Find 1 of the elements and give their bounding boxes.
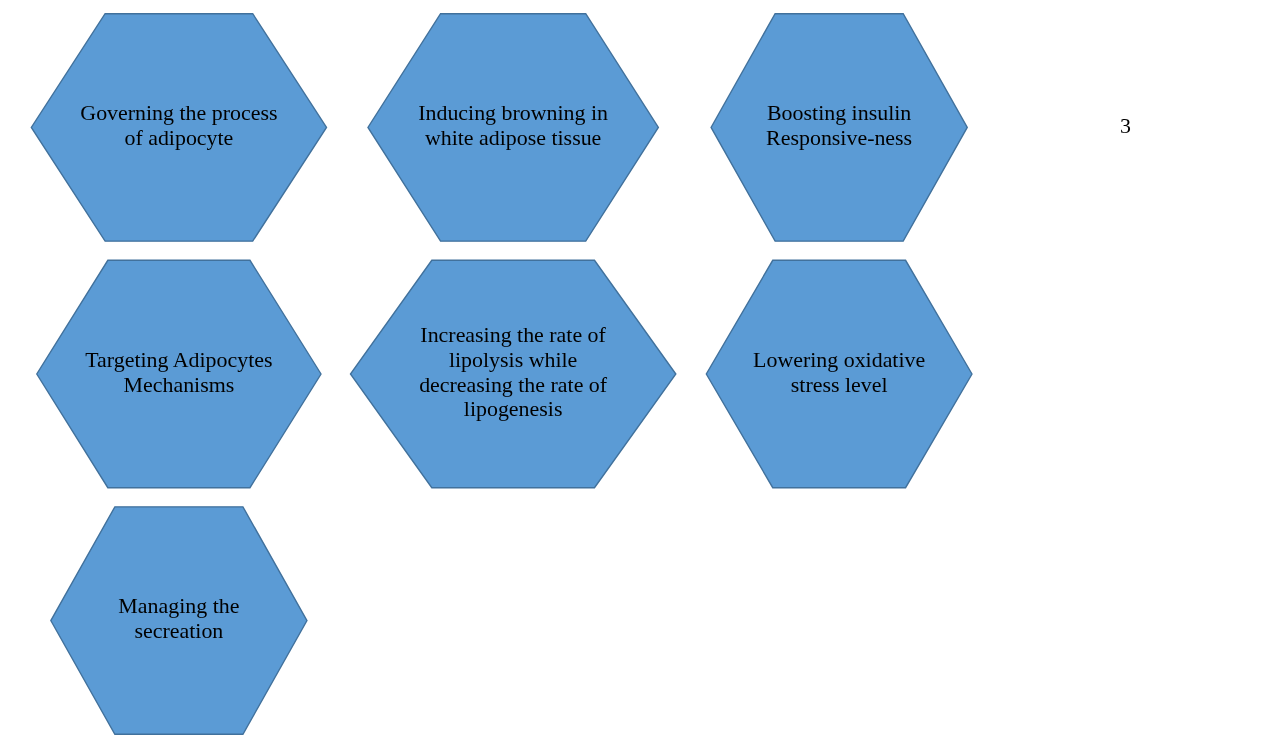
label: 3 [1119,112,1131,138]
